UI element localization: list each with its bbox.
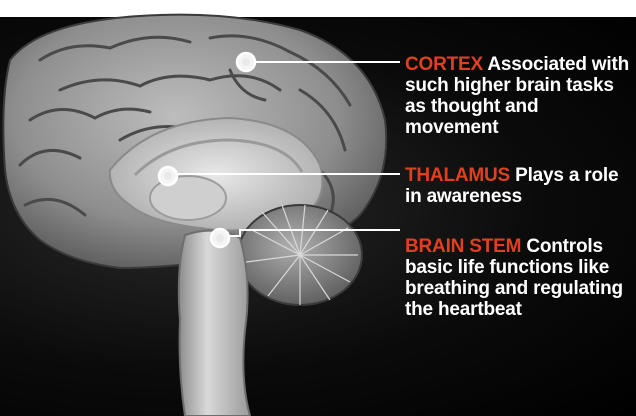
cortex-callout: CORTEX Associated with such higher brain… [405, 54, 633, 138]
thalamus-callout: THALAMUS Plays a role in awareness [405, 165, 633, 207]
brain-stem-shape [179, 231, 250, 416]
thalamus-term: THALAMUS [405, 165, 510, 186]
brain-stem-callout: BRAIN STEM Controls basic life functions… [405, 236, 635, 320]
thalamus-pointer [159, 167, 177, 185]
brain-stem-term: BRAIN STEM [405, 236, 521, 257]
cortex-pointer [237, 53, 255, 71]
cortex-term: CORTEX [405, 54, 483, 75]
brain-stem-pointer [211, 229, 229, 247]
